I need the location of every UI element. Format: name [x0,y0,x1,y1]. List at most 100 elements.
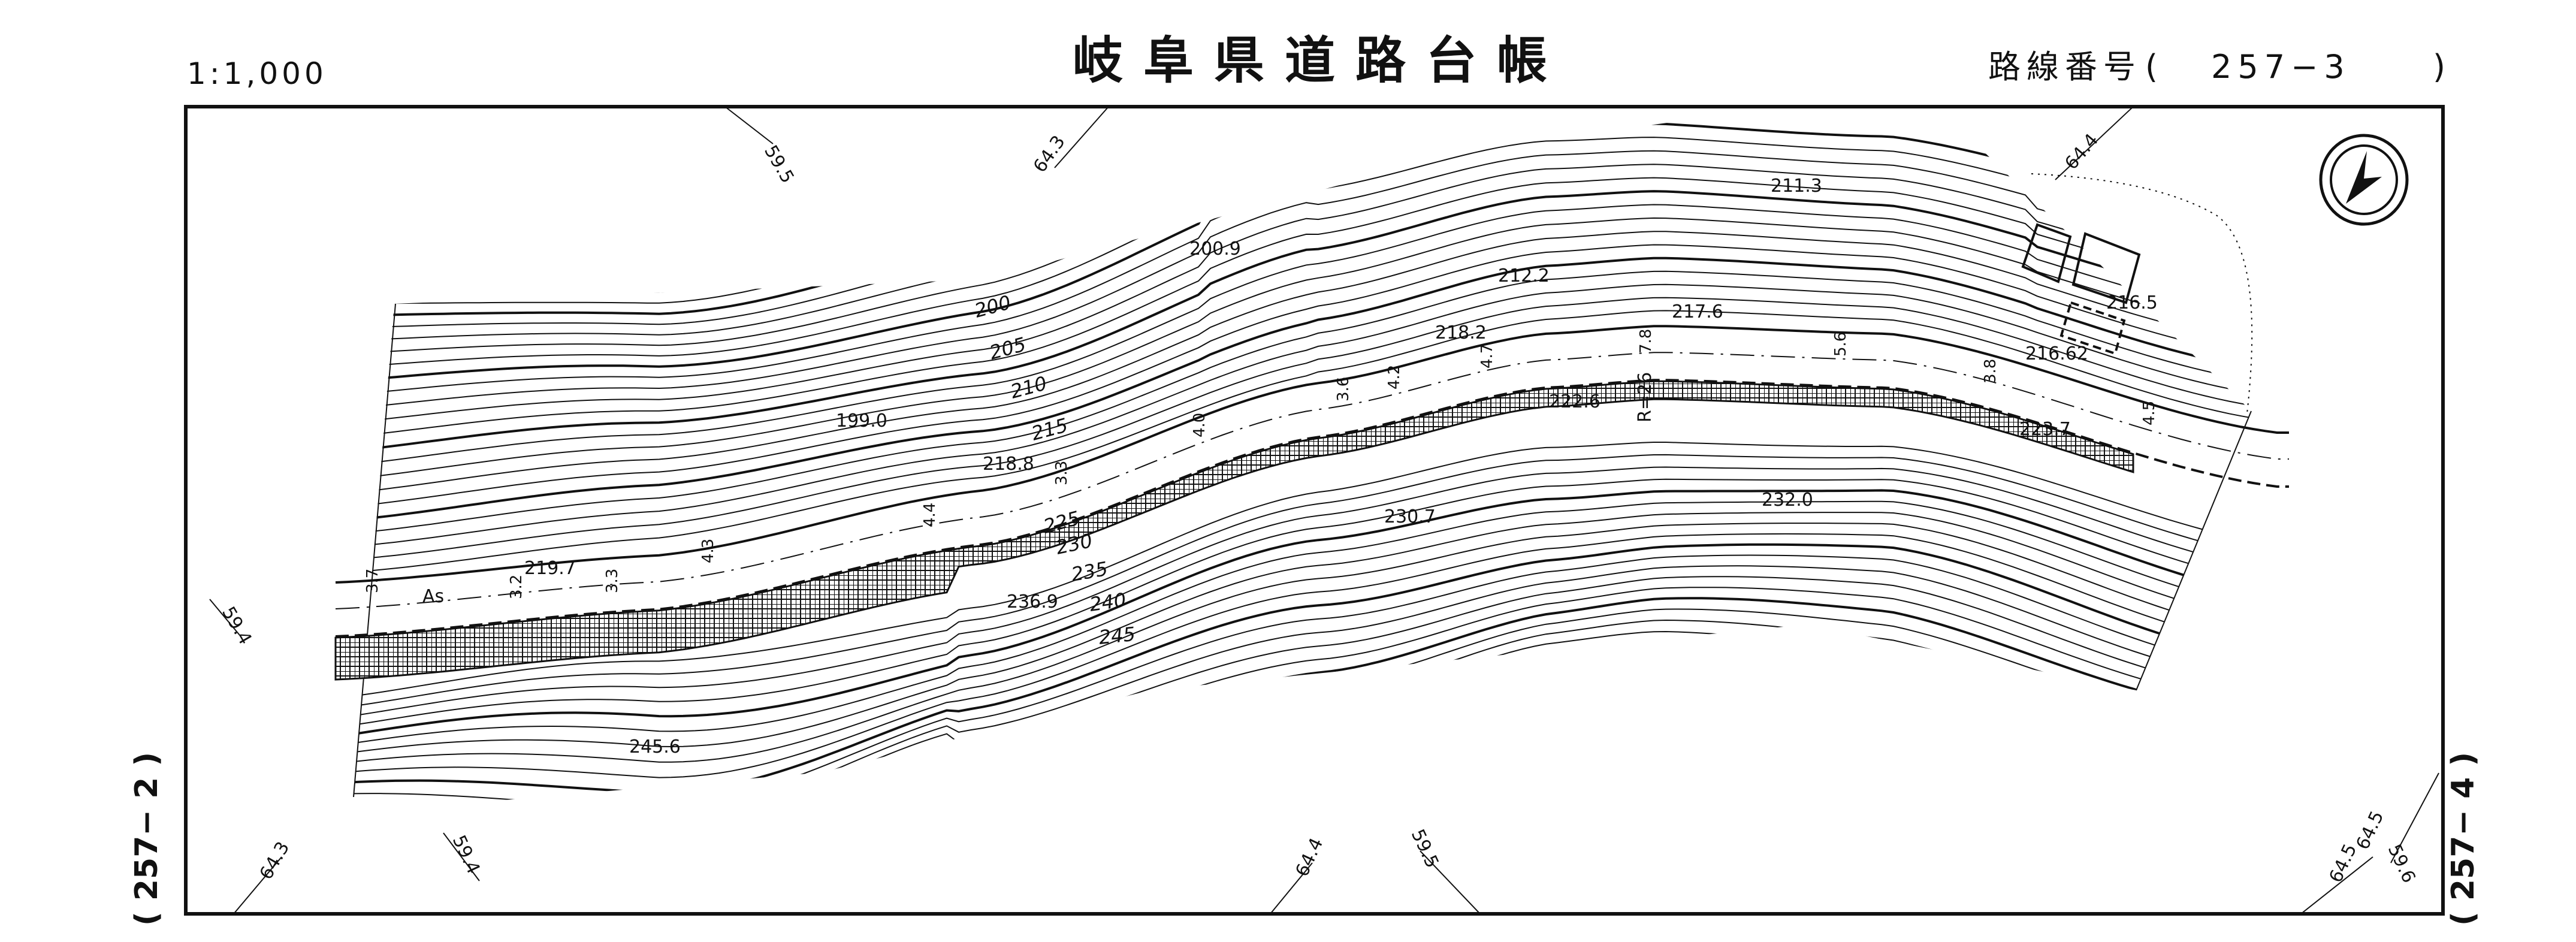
road-width-label: 3.2 [508,575,526,599]
grid-label: 59.6 [2384,841,2420,886]
road-annotations: As R=26 3.7 3.2 3.3 4.3 4.4 3.3 4.0 3.6 … [364,329,2158,607]
elevation-label: 216.5 [2106,292,2158,313]
contour-line [354,115,2251,234]
elevation-label: 236.9 [1007,591,1058,612]
elevation-label: 199.0 [836,410,887,431]
contour-line [354,115,2251,151]
elevation-labels: 200.9 211.3 212.2 216.5 216.62 217.6 218… [524,176,2158,757]
road-width-label: 4.0 [1191,413,1209,437]
contour-line [354,244,2251,509]
building-planned [2059,301,2126,355]
contour-line [354,256,2251,523]
road-centerline [335,352,2289,609]
contour-line [354,454,2251,709]
contour-label: 235 [1070,557,1110,586]
road [334,325,2289,681]
elevation-label: 222.6 [1549,391,1600,412]
elevation-label: 245.6 [629,736,681,757]
contour-line [354,115,2251,214]
contour-line [354,115,2251,173]
building [2071,232,2141,304]
grid-label: 64.3 [256,838,294,883]
adjacent-sheet-right: ( 257− 4 ) [2445,752,2481,926]
road-slope-hatch [334,380,2134,681]
elevation-label: 217.6 [1672,301,1723,322]
elevation-label: 219.7 [524,558,576,579]
elevation-label: 200.9 [1189,238,1241,259]
contour-line [354,115,2251,355]
contour-line [354,489,2251,738]
contour-line [354,576,2251,805]
road-width-label: 5.6 [1832,332,1850,357]
contour-line [354,478,2251,729]
contour-line [354,310,2251,574]
grid-label: 64.5 [2352,808,2388,853]
contour-line [354,587,2251,805]
elevation-label: 218.2 [1435,322,1487,343]
contour-line [354,115,2251,183]
grid-label: 59.5 [760,142,798,187]
route-number: 路線番号 ( 257−3 ) [1988,48,2445,86]
road-width-label: 7.8 [1637,329,1655,354]
grid-label: 64.4 [2061,129,2103,174]
route-number-open: ( [2145,48,2164,86]
contour-line [354,512,2251,756]
contour-label: 200 [972,291,1013,322]
map-scale: 1:1,000 [187,56,327,91]
grid-reference-lines [209,106,2439,914]
grid-label: 59.5 [1407,826,1443,871]
north-arrow-icon [2319,134,2409,226]
contour-line [354,597,2251,805]
contour-line [354,707,2251,805]
grid-label: 64.3 [1029,132,1070,177]
contour-line [354,115,2251,162]
contour-label: 210 [1008,372,1049,403]
road-width-label: 4.4 [921,503,939,527]
road-surface-label: As [422,586,444,607]
contour-label: 240 [1088,588,1128,616]
lot-boundary [2031,173,2253,414]
contour-line [354,150,2251,411]
road-width-label: 4.7 [1478,344,1496,369]
elevation-label: 212.2 [1498,265,1550,286]
road-width-label: 3.8 [1982,359,2000,384]
contour-line [354,115,2251,224]
route-number-label: 路線番号 [1988,48,2142,86]
contour-label: 205 [987,333,1028,364]
elevation-label: 230.7 [1384,506,1436,527]
contour-line [354,565,2251,805]
curve-radius-label: R=26 [1635,372,1656,422]
elevation-label: 211.3 [1771,176,1822,197]
contour-line [354,115,2251,317]
contour-line [354,500,2251,747]
contour-line [354,115,2251,283]
route-number-value: 257−3 [2211,48,2351,86]
contour-line [354,115,2251,140]
contour-line [354,115,2251,203]
road-width-label: 3.6 [1334,377,1352,401]
contour-line [354,523,2251,765]
contour-label: 245 [1098,623,1137,649]
contour-line [354,115,2251,243]
contour-line [354,122,2251,384]
road-width-label: 4.3 [699,539,717,563]
road-width-label: 3.3 [603,569,621,593]
contour-line [354,177,2251,439]
road-width-label: 3.3 [1053,461,1071,485]
elevation-label: 223.7 [2019,419,2071,440]
contour-label: 215 [1029,413,1070,445]
contour-line [354,190,2251,454]
grid-label: 64.5 [2326,841,2361,886]
grid-label: 59.4 [218,603,256,648]
contour-line [354,115,2251,304]
contour-line [354,115,2251,129]
elevation-label: 216.62 [2025,343,2088,364]
road-edge [335,379,2289,638]
adjacent-sheet-left: ( 257− 2 ) [129,752,165,926]
contour-line [354,115,2251,273]
contour-line [354,466,2251,719]
contour-line [354,231,2251,496]
contour-line [354,533,2251,778]
buildings [2021,173,2253,414]
